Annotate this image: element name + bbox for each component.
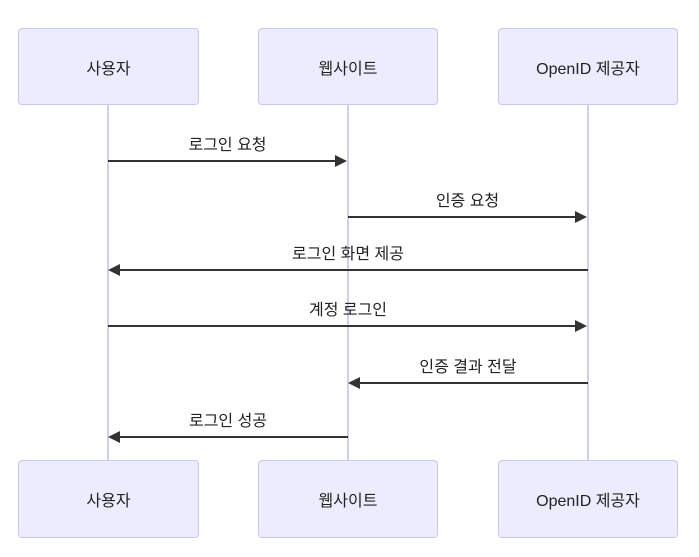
- message-2-arrowhead: [575, 211, 587, 223]
- actor-bottom-user: 사용자: [18, 460, 199, 538]
- lifeline-user: [107, 105, 109, 460]
- message-4-line: [108, 325, 575, 327]
- message-5-line: [360, 382, 588, 384]
- message-2-label: 인증 요청: [435, 193, 500, 210]
- lifeline-website: [347, 105, 349, 460]
- message-2-line: [348, 216, 575, 218]
- actor-top-openid-provider: OpenID 제공자: [498, 28, 678, 105]
- actor-label: 사용자: [86, 60, 131, 78]
- message-1-label: 로그인 요청: [188, 137, 267, 154]
- actor-label: 웹사이트: [318, 493, 378, 510]
- actor-label: 웹사이트: [318, 60, 378, 78]
- lifeline-openid-provider: [587, 105, 589, 460]
- actor-bottom-openid-provider: OpenID 제공자: [498, 460, 678, 538]
- message-4-arrowhead: [575, 320, 587, 332]
- actor-label: 사용자: [86, 493, 131, 510]
- message-3-line: [120, 269, 588, 271]
- message-6-arrowhead: [108, 431, 120, 443]
- actor-top-website: 웹사이트: [258, 28, 438, 105]
- actor-label: OpenID 제공자: [536, 493, 640, 510]
- actor-bottom-website: 웹사이트: [258, 460, 438, 538]
- message-6-line: [120, 436, 348, 438]
- message-6-label: 로그인 성공: [188, 413, 268, 430]
- actor-top-user: 사용자: [18, 28, 199, 105]
- actor-label: OpenID 제공자: [536, 60, 640, 78]
- message-1-line: [108, 160, 335, 162]
- message-1-arrowhead: [335, 155, 347, 167]
- message-3-label: 로그인 화면 제공: [292, 246, 404, 263]
- message-3-arrowhead: [108, 264, 120, 276]
- message-5-arrowhead: [348, 377, 360, 389]
- message-5-label: 인증 결과 전달: [419, 359, 517, 376]
- message-4-label: 계정 로그인: [308, 302, 388, 319]
